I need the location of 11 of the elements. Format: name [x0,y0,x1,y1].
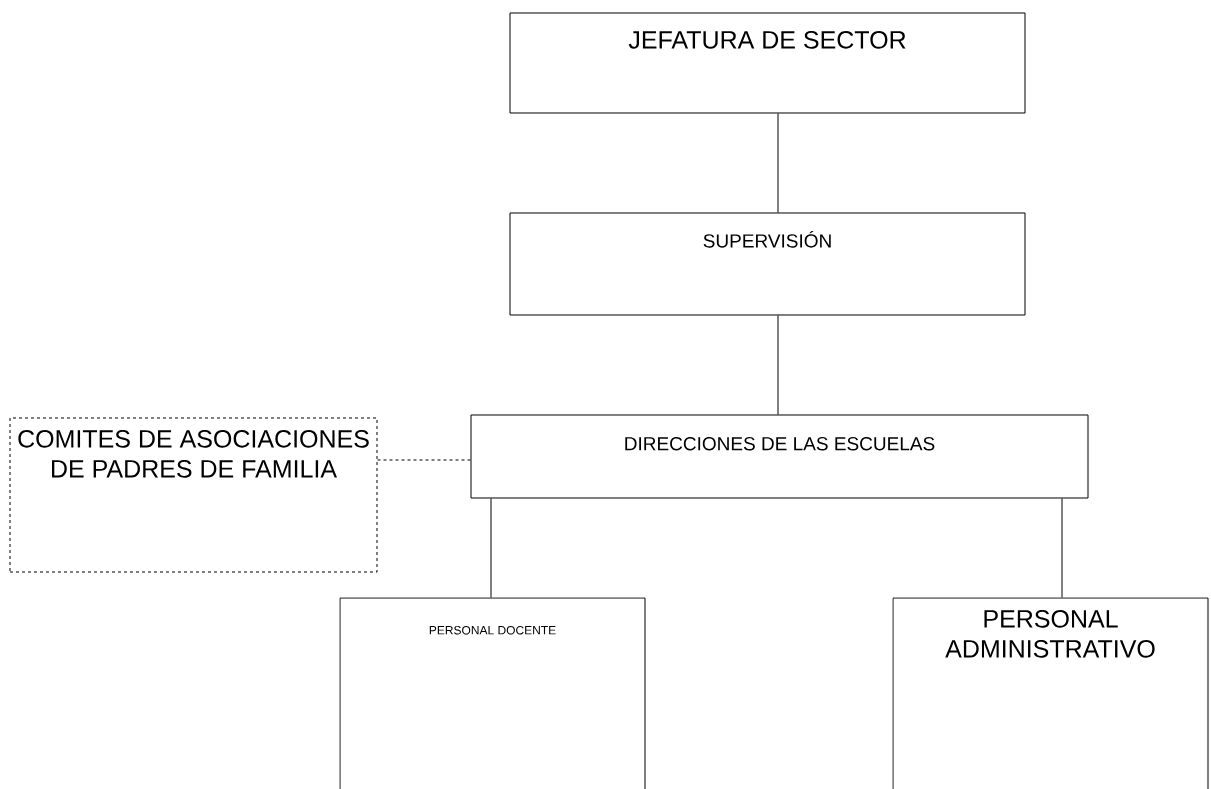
connector-line [490,498,492,598]
org-box: PERSONAL ADMINISTRATIVO [892,597,1209,789]
connector-line [777,113,779,213]
org-box: JEFATURA DE SECTOR [509,12,1026,114]
connector-line [1061,498,1063,598]
org-box: DIRECCIONES DE LAS ESCUELAS [470,414,1089,499]
dashed-connector [377,459,471,461]
org-box: SUPERVISIÓN [509,212,1026,316]
connector-line [777,315,779,415]
org-box: PERSONAL DOCENTE [339,597,646,789]
dashed-box: COMITES DE ASOCIACIONES DE PADRES DE FAMILIA [9,417,378,573]
